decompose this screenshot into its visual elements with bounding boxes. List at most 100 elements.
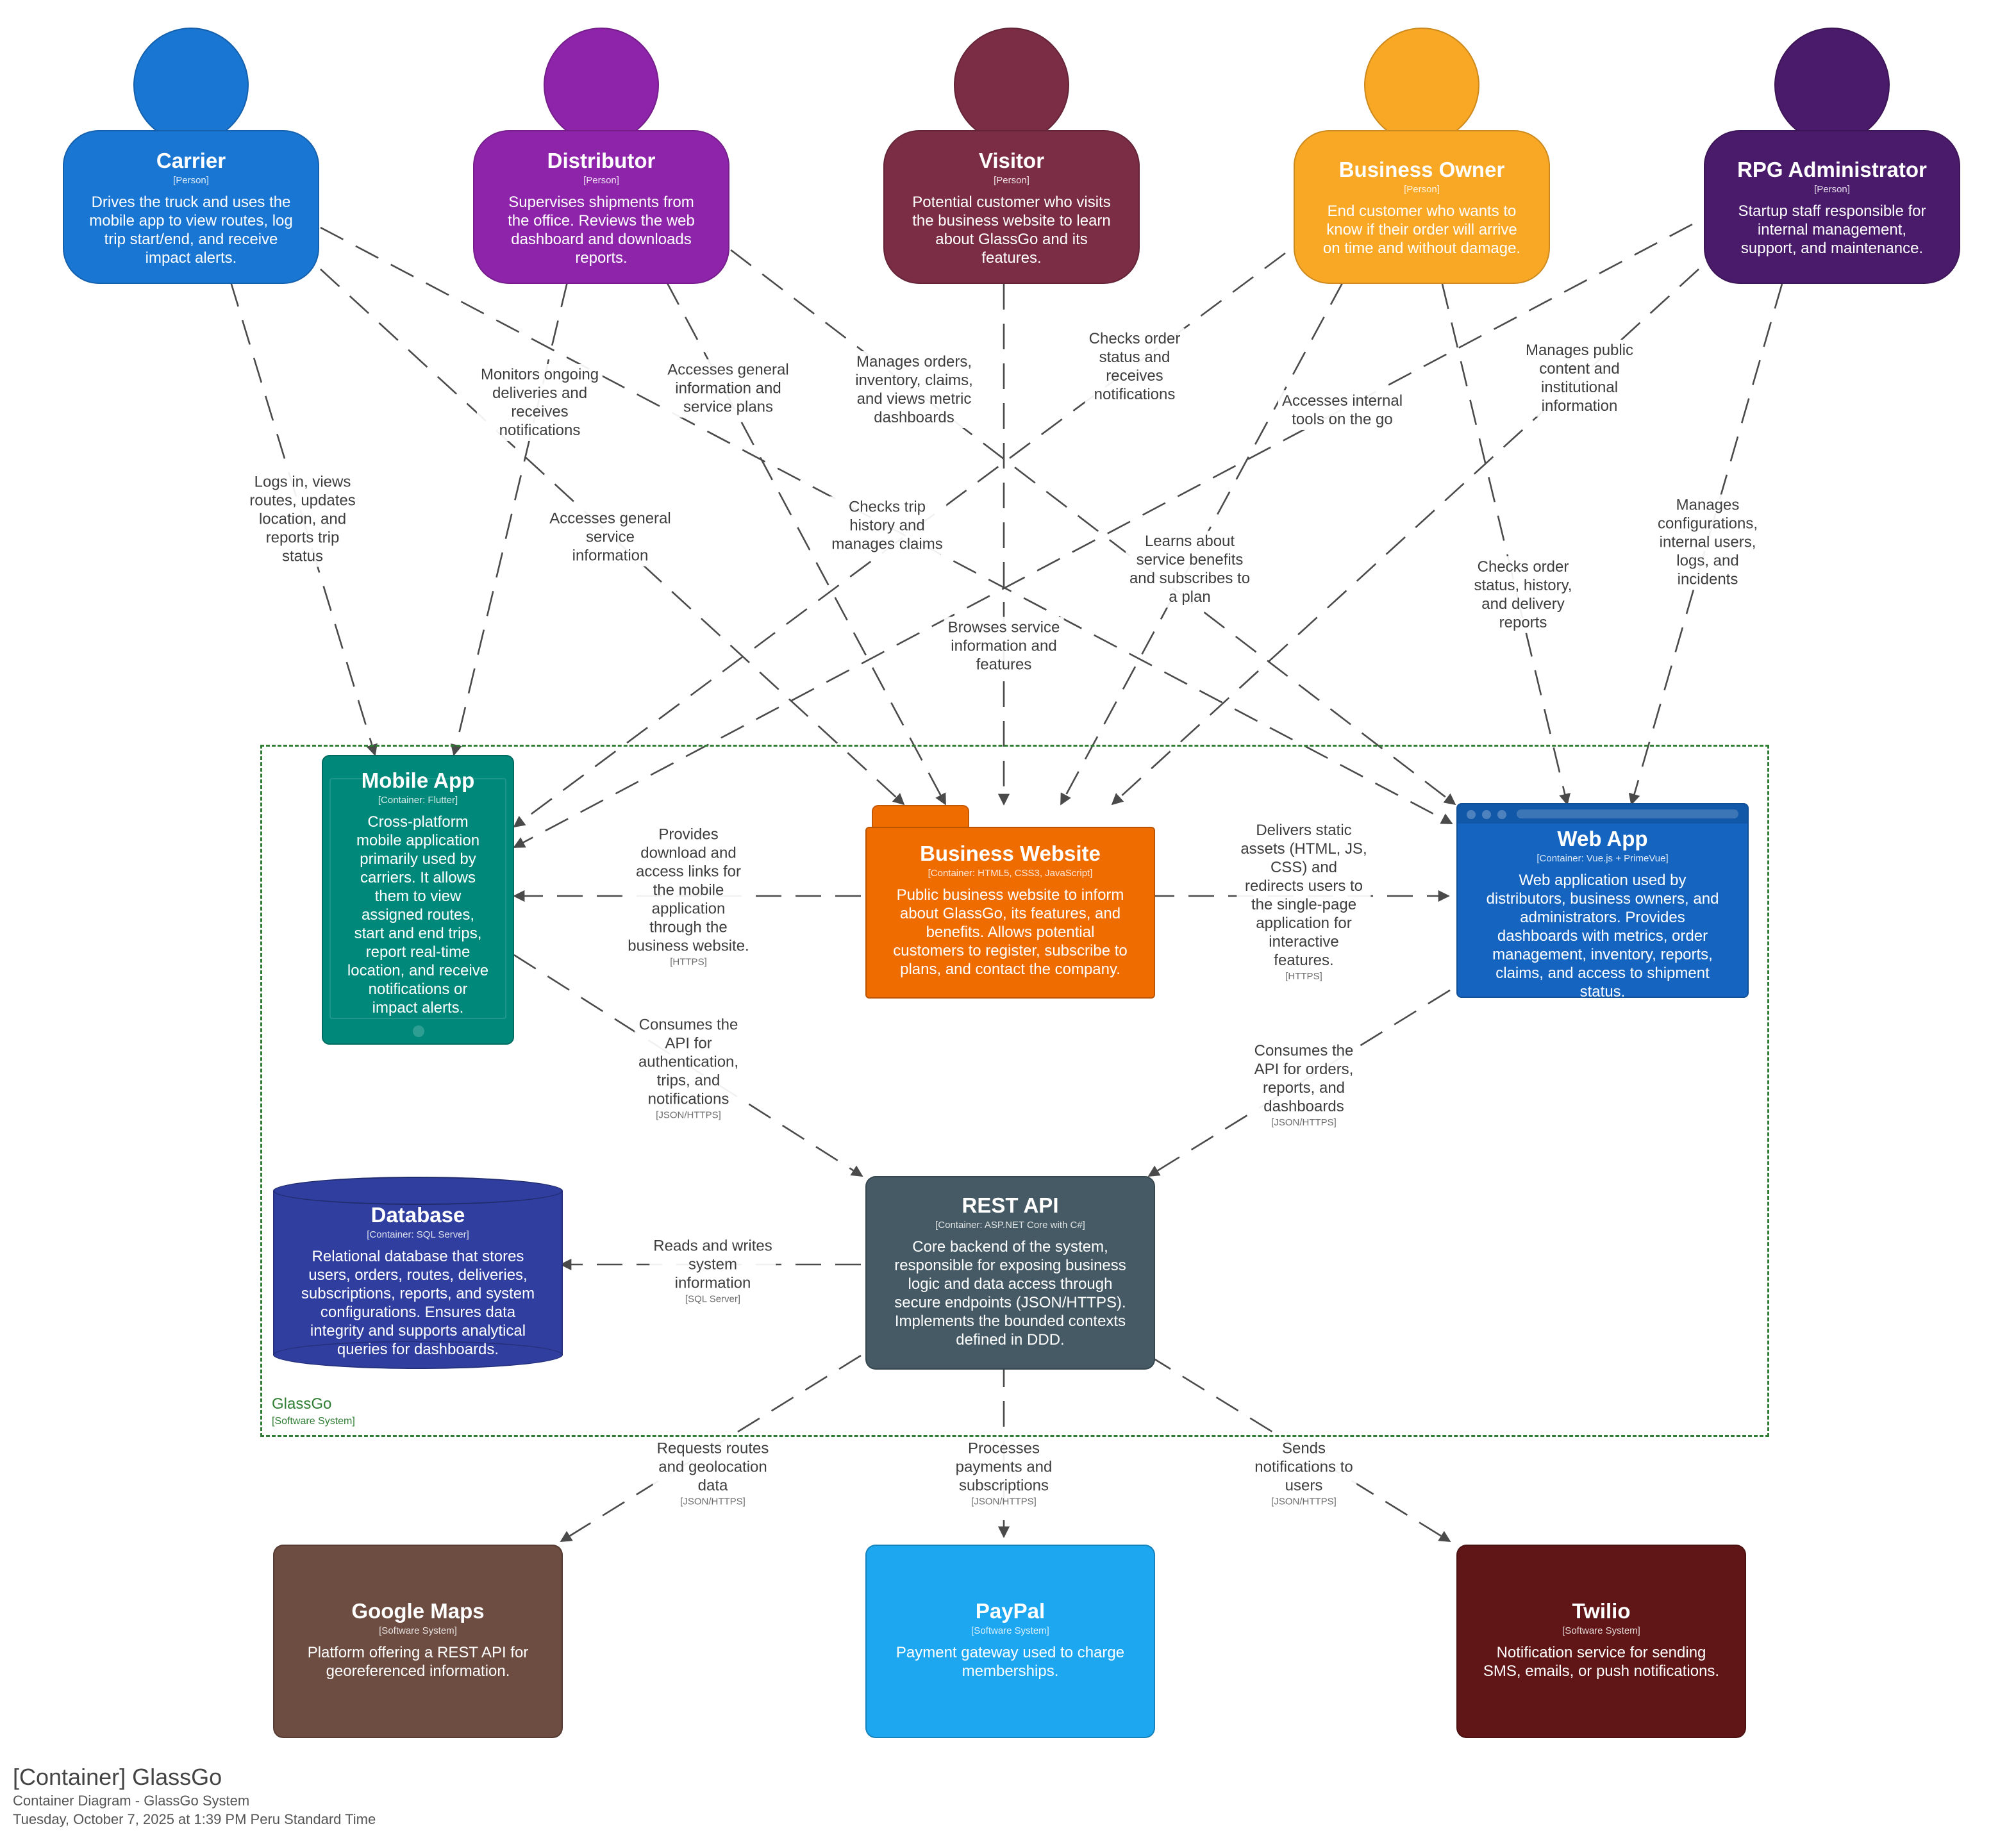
description-line: carriers. It allows [360, 869, 476, 886]
label-technology: [JSON/HTTPS] [971, 1496, 1037, 1507]
label-line: subscriptions [958, 1477, 1049, 1495]
label-line: Sends [1281, 1439, 1326, 1457]
container-rest-api[interactable]: REST API [Container: ASP.NET Core with C… [865, 1176, 1155, 1370]
label-line: reports, and [1262, 1079, 1345, 1097]
label-line: application [651, 900, 726, 918]
label-line: internal users, [1659, 533, 1756, 551]
label-line: Delivers static [1256, 822, 1352, 839]
description-line: memberships. [962, 1663, 1059, 1680]
description-line: mobile application [356, 832, 480, 849]
person-card: Visitor [Person] Potential customer who … [883, 130, 1140, 284]
label-line: receives [1106, 367, 1163, 385]
description-line: the office. Reviews the web [508, 212, 695, 229]
label-line: redirects users to [1244, 877, 1363, 895]
label-line: features. [1274, 952, 1334, 969]
system-name: PayPal [975, 1599, 1045, 1623]
label-line: Reads and writes [653, 1237, 772, 1255]
description-line: them to view [374, 888, 462, 905]
person-kind: [Person] [994, 175, 1029, 186]
browser-address-bar [1517, 809, 1738, 818]
label-line: Checks order [1477, 558, 1569, 576]
label-line: features [976, 656, 1032, 674]
description-line: integrity and supports analytical [310, 1322, 526, 1340]
person-name: Distributor [547, 149, 656, 172]
label-line: notifications [499, 422, 581, 439]
label-line: status and [1099, 349, 1170, 366]
label-line: routes, updates [249, 492, 356, 510]
relationship-label-website-mobile: Provides download and access links for t… [624, 824, 753, 971]
system-paypal[interactable]: PayPal [Software System] Payment gateway… [865, 1545, 1155, 1738]
description-line: start and end trips, [354, 925, 482, 942]
browser-dot-icon [1497, 810, 1506, 819]
label-line: logs, and [1676, 552, 1739, 570]
label-technology: [JSON/HTTPS] [656, 1109, 721, 1121]
label-line: manages claims [831, 535, 943, 553]
description-line: support, and maintenance. [1740, 240, 1924, 257]
description-line: reports. [575, 249, 628, 267]
description-line: queries for dashboards. [337, 1341, 499, 1358]
label-line: and views metric [856, 390, 972, 408]
label-line: service [585, 528, 635, 546]
label-line: dashboards [1263, 1098, 1344, 1115]
label-line: Consumes the [1254, 1042, 1354, 1059]
label-line: service benefits [1136, 551, 1244, 568]
label-line: status, history, [1474, 577, 1572, 594]
description-line: distributors, business owners, and [1486, 890, 1719, 908]
container-name: Business Website [920, 842, 1101, 865]
description-line: Web application used by [1519, 872, 1687, 889]
system-google-maps[interactable]: Google Maps [Software System] Platform o… [273, 1545, 563, 1738]
container-description: Core backend of the system, responsible … [878, 1238, 1142, 1349]
label-line: Accesses internal [1281, 392, 1403, 410]
container-database[interactable]: Database [Container: SQL Server] Relatio… [273, 1177, 563, 1369]
container-description: Public business website to inform about … [878, 886, 1142, 979]
label-line: Accesses general [549, 510, 671, 527]
system-kind: [Software System] [971, 1625, 1049, 1636]
person-distributor[interactable]: Distributor [Person] Supervises shipment… [473, 28, 729, 284]
relationship-label-api-maps: Requests routes and geolocation data [JS… [653, 1438, 773, 1511]
description-line: Relational database that stores [312, 1248, 524, 1265]
container-mobile-app[interactable]: Mobile App [Container: Flutter] Cross-pl… [322, 755, 514, 1045]
person-head-icon [133, 28, 249, 143]
description-line: report real-time [365, 943, 471, 961]
relationship-label-admin-mobile: Accesses internal tools on the go [1278, 390, 1407, 430]
diagram-subtitle: Container Diagram - GlassGo System [13, 1793, 250, 1809]
database-cylinder-body [273, 1191, 563, 1355]
description-line: logic and data access through [908, 1275, 1113, 1293]
label-line: information and [951, 637, 1057, 655]
description-line: Public business website to inform [896, 886, 1124, 904]
label-line: Learns about [1144, 533, 1235, 550]
label-technology: [JSON/HTTPS] [1271, 1496, 1337, 1507]
label-line: notifications [647, 1090, 729, 1108]
person-card: Business Owner [Person] End customer who… [1294, 130, 1550, 284]
label-line: and subscribes to [1129, 570, 1251, 587]
label-line: information and [675, 379, 781, 397]
label-line: download and [640, 844, 737, 862]
container-content: Database [Container: SQL Server] Relatio… [273, 1202, 563, 1359]
person-carrier[interactable]: Carrier [Person] Drives the truck and us… [63, 28, 319, 284]
person-description: Potential customer who visits the busine… [897, 193, 1126, 267]
description-line: Drives the truck and uses the [91, 194, 291, 211]
person-business-owner[interactable]: Business Owner [Person] End customer who… [1294, 28, 1550, 284]
description-line: management, inventory, reports, [1492, 946, 1713, 963]
container-name: Web App [1557, 827, 1648, 850]
relationship-label-api-paypal: Processes payments and subscriptions [JS… [951, 1438, 1056, 1511]
label-line: location, and [258, 510, 347, 528]
label-line: API for [665, 1034, 712, 1052]
relationship-label-carrier-webapp: Checks trip history and manages claims [828, 496, 947, 555]
label-line: Checks trip [848, 498, 926, 516]
person-kind: [Person] [173, 175, 209, 186]
label-line: users [1285, 1477, 1323, 1495]
person-rpg-administrator[interactable]: RPG Administrator [Person] Startup staff… [1704, 28, 1960, 284]
container-business-website[interactable]: Business Website [Container: HTML5, CSS3… [865, 827, 1155, 999]
description-line: benefits. Allows potential [926, 924, 1095, 941]
description-line: claims, and access to shipment [1495, 965, 1710, 982]
person-head-icon [1774, 28, 1890, 143]
system-twilio[interactable]: Twilio [Software System] Notification se… [1456, 1545, 1746, 1738]
person-visitor[interactable]: Visitor [Person] Potential customer who … [883, 28, 1140, 284]
person-description: Supervises shipments from the office. Re… [487, 193, 715, 267]
container-web-app[interactable]: Web App [Container: Vue.js + PrimeVue] W… [1456, 803, 1749, 998]
description-line: Payment gateway used to charge [896, 1644, 1125, 1661]
label-line: status [281, 547, 324, 565]
description-line: features. [981, 249, 1042, 267]
